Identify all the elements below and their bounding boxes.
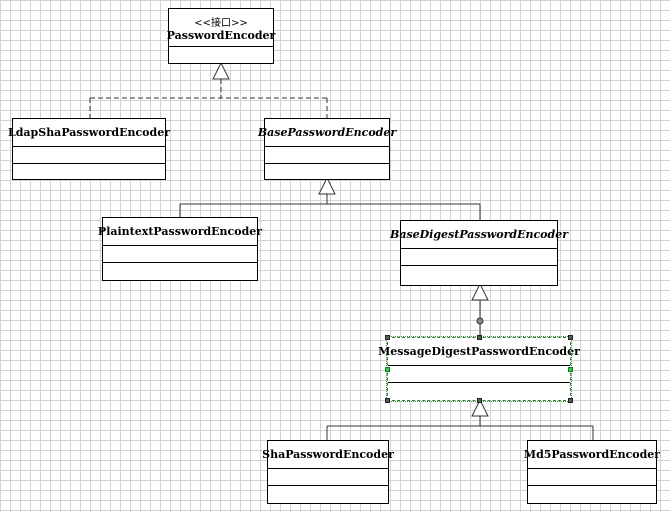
resize-handle-bottom-center[interactable] <box>477 398 482 403</box>
operations-compartment <box>265 164 389 181</box>
class-name: PasswordEncoder <box>166 28 276 42</box>
class-plaintext-password-encoder[interactable]: PlaintextPasswordEncoder <box>98 217 262 281</box>
realization-arrowhead <box>212 61 230 80</box>
resize-handle-bottom-right[interactable] <box>568 398 573 403</box>
operations-compartment <box>401 266 557 283</box>
attributes-compartment <box>268 469 388 486</box>
class-base-digest-password-encoder[interactable]: BaseDigestPasswordEncoder <box>390 220 568 286</box>
class-title: <<接口>> PasswordEncoder <box>166 9 276 47</box>
class-password-encoder[interactable]: <<接口>> PasswordEncoder <box>166 8 276 64</box>
class-name: BaseDigestPasswordEncoder <box>390 221 568 249</box>
class-ldap-sha-password-encoder[interactable]: LdapShaPasswordEncoder <box>8 118 170 181</box>
operations-compartment <box>13 164 165 181</box>
class-name: MessageDigestPasswordEncoder <box>378 338 580 366</box>
class-compartment <box>169 47 273 64</box>
generalization-arrowhead-digest <box>471 282 489 301</box>
resize-handle-bottom-left[interactable] <box>385 398 390 403</box>
generalization-connector-base[interactable] <box>179 194 481 220</box>
realization-connector[interactable] <box>89 79 328 118</box>
class-md5-password-encoder[interactable]: Md5PasswordEncoder <box>524 440 660 504</box>
class-base-password-encoder[interactable]: BasePasswordEncoder <box>258 118 396 181</box>
operations-compartment <box>528 486 656 503</box>
class-name: LdapShaPasswordEncoder <box>8 119 170 147</box>
attributes-compartment <box>265 147 389 164</box>
generalization-connector-message[interactable] <box>326 416 594 440</box>
generalization-arrowhead-base <box>318 176 336 195</box>
operations-compartment <box>103 263 257 280</box>
class-message-digest-password-encoder[interactable]: MessageDigestPasswordEncoder <box>378 336 580 402</box>
attributes-compartment <box>388 366 570 383</box>
class-name: PlaintextPasswordEncoder <box>98 218 262 246</box>
attributes-compartment <box>103 246 257 263</box>
operations-compartment <box>268 486 388 503</box>
class-sha-password-encoder[interactable]: ShaPasswordEncoder <box>262 440 394 504</box>
resize-handle-middle-left[interactable] <box>385 367 390 372</box>
class-name: Md5PasswordEncoder <box>524 441 660 469</box>
attributes-compartment <box>401 249 557 266</box>
attributes-compartment <box>528 469 656 486</box>
class-name: ShaPasswordEncoder <box>262 441 394 469</box>
connector-endpoint-handle[interactable] <box>476 317 484 325</box>
resize-handle-middle-right[interactable] <box>568 367 573 372</box>
stereotype-label: <<接口>> <box>194 17 248 29</box>
generalization-arrowhead-message <box>471 398 489 417</box>
class-name: BasePasswordEncoder <box>258 119 396 147</box>
resize-handle-top-left[interactable] <box>385 335 390 340</box>
resize-handle-top-right[interactable] <box>568 335 573 340</box>
attributes-compartment <box>13 147 165 164</box>
resize-handle-top-center[interactable] <box>477 335 482 340</box>
